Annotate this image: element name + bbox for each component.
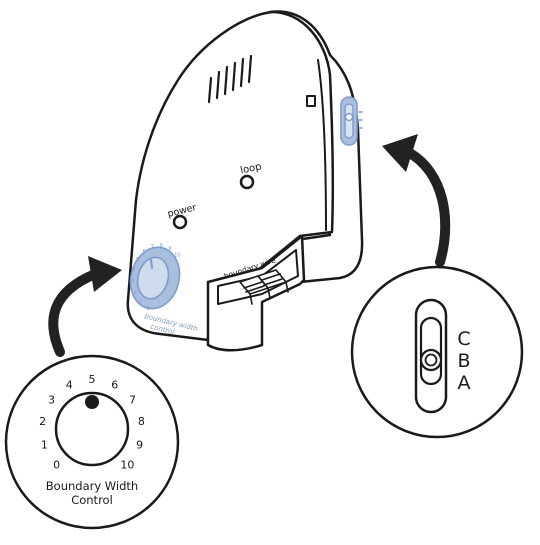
dial-number-3: 3: [48, 394, 55, 407]
device-dial-number-6: 6: [143, 249, 146, 255]
switch-callout: CBA: [350, 265, 524, 439]
device-dial-pointer: [150, 259, 153, 269]
device-dial-number-0: 0: [146, 306, 149, 312]
device-dial-number-1: 1: [139, 299, 142, 305]
dial-callout-title-line2: Control: [71, 493, 113, 507]
power-led: [172, 214, 188, 230]
dial-number-2: 2: [39, 415, 46, 428]
dial-number-5: 5: [89, 373, 96, 386]
device-dial-number-2: 2: [134, 290, 137, 296]
device-dial: [129, 246, 181, 310]
device-front-face: [126, 10, 335, 342]
dial-callout-title-line1: Boundary Width: [46, 479, 138, 493]
device-dial-number-3: 3: [132, 279, 135, 285]
arrow-to-dial-head: [88, 256, 122, 292]
device-dial-number-7: 7: [151, 244, 154, 250]
arrow-to-switch-head: [382, 134, 418, 172]
switch-position-labels: CBA: [457, 328, 470, 394]
arrow-to-dial-shaft: [48, 269, 100, 357]
device-dial-number-10: 10: [174, 253, 180, 259]
status-square: [306, 95, 316, 107]
switch-knob-center: [424, 353, 438, 367]
dial-callout-knob: [54, 391, 130, 467]
dial-number-0: 0: [53, 458, 60, 471]
dial-callout-numbers: 01 234 5 678 910: [39, 373, 145, 471]
perimeter-device: [126, 10, 364, 352]
dial-number-9: 9: [136, 439, 143, 452]
loop-led: [239, 174, 255, 190]
device-dial-number-8: 8: [160, 243, 163, 249]
dial-indicator-dot: [85, 395, 99, 409]
arrow-to-switch: [382, 134, 451, 267]
switch-position-B: B: [457, 350, 470, 372]
arrow-to-dial: [48, 256, 122, 357]
dial-number-10: 10: [120, 458, 134, 471]
device-edge-line: [317, 59, 327, 231]
dial-number-1: 1: [41, 439, 48, 452]
device-dial-number-4: 4: [132, 268, 135, 274]
dial-number-8: 8: [138, 415, 145, 428]
side-switch-knob: [344, 112, 354, 122]
device-dial-number-9: 9: [168, 246, 171, 252]
dial-callout: 01 234 5 678 910 Boundary Width Control: [4, 354, 180, 530]
vent-grille: [207, 54, 253, 104]
loop-label: loop: [239, 161, 262, 176]
device-dial-knob: [136, 256, 170, 300]
dial-number-6: 6: [111, 378, 118, 391]
dial-number-4: 4: [66, 378, 73, 391]
switch-position-C: C: [457, 328, 470, 350]
dial-number-7: 7: [129, 394, 136, 407]
device-dial-number-5: 5: [136, 257, 139, 263]
arrow-to-switch-shaft: [403, 147, 451, 267]
wire-terminals: [239, 269, 289, 305]
switch-position-A: A: [458, 372, 471, 394]
side-switch-ticks: [358, 111, 363, 129]
